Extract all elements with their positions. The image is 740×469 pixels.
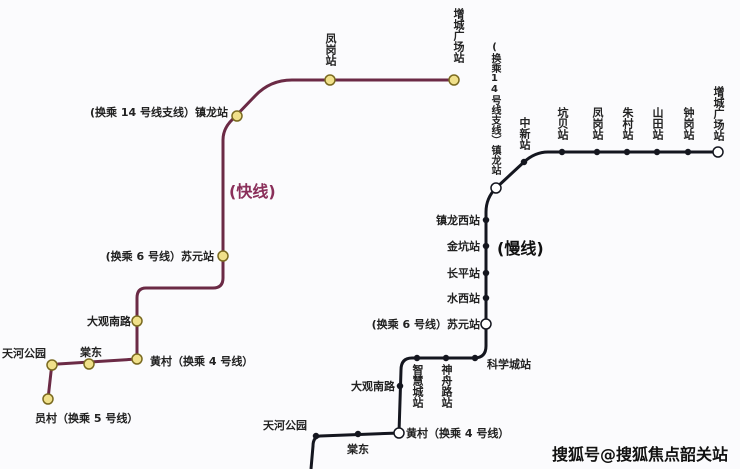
slow-station-daguan: 大观南路 [351,380,395,393]
fast-line-tag: (快线) [229,182,276,201]
slow-station-dot-zhongxin [520,158,528,166]
slow-station-dot-shuixi [482,294,490,302]
slow-station-dot-zhenlong [490,182,502,194]
slow-station-dot-zhonggang [684,148,692,156]
fast-station-dot-tangdong [83,358,95,370]
fast-station-dot-fenggang [324,74,336,86]
slow-station-dot-shantian [653,148,661,156]
slow-station-tianhe: 天河公园 [263,419,307,432]
slow-station-shuixi: 水西站 [447,292,480,305]
fast-station-dot-zengcheng [448,74,460,86]
slow-station-dot-kexuecheng [471,354,479,362]
slow-station-kexuecheng: 科学城站 [487,358,531,371]
slow-station-zhongxin: 中新站 [518,117,531,150]
slow-station-dot-shenzhoulu [442,354,450,362]
slow-station-zengcheng: 增城广场站 [712,86,725,141]
fast-station-dot-zhenlong [231,110,243,122]
fast-station-suyuan: (换乘 6 号线）苏元站 [105,250,214,263]
fast-station-yuancun: 员村（换乘 5 号线） [35,412,139,425]
fast-station-tangdong: 棠东 [80,346,102,359]
fast-station-dot-yuancun [42,393,54,405]
fast-station-daguan: 大观南路 [87,315,131,328]
fast-line-track [46,78,454,400]
slow-station-dot-tianhe [312,432,320,440]
slow-station-fenggang: 凤岗站 [591,107,604,140]
slow-station-jinkeng: 金坑站 [447,240,480,253]
slow-station-dot-daguan [396,382,404,390]
slow-station-dot-zengcheng [712,146,724,158]
fast-station-zengcheng: 增城广场站 [452,8,465,63]
slow-station-shenzhoulu: 神舟路站 [440,364,453,408]
slow-station-zhucun: 朱村站 [621,107,634,140]
slow-station-zhonggang: 钟岗站 [682,107,695,140]
slow-station-changping: 长平站 [447,267,480,280]
slow-station-dot-zhucun [623,148,631,156]
slow-station-shantian: 山田站 [651,107,664,140]
fast-station-dot-daguan [131,315,143,327]
fast-station-huangcun: 黄村（换乘 4 号线） [150,355,254,368]
slow-station-dot-tangdong [354,430,362,438]
slow-station-dot-changping [482,269,490,277]
slow-line-track [309,150,718,469]
slow-station-zhenlong: (换乘14号线支线）镇龙站 [489,42,500,175]
fast-station-tianhe: 天河公园 [2,347,46,360]
fast-station-dot-huangcun [131,353,143,365]
fast-station-dot-tianhe [46,359,58,371]
slow-station-dot-suyuan [480,318,492,330]
slow-station-zhenlongxi: 镇龙西站 [436,214,480,227]
slow-station-kengbei: 坑贝站 [556,107,569,140]
fast-station-fenggang: 凤岗站 [324,33,337,66]
slow-line-tag: (慢线) [497,239,544,258]
slow-station-huangcun: 黄村（换乘 4 号线） [406,427,510,440]
slow-station-dot-kengbei [558,148,566,156]
fast-station-dot-suyuan [217,250,229,262]
slow-station-zhihuicheng: 智慧城站 [411,364,424,408]
fast-station-zhenlong: (换乘 14 号线支线）镇龙站 [90,106,228,119]
slow-station-suyuan: (换乘 6 号线）苏元站 [371,318,480,331]
slow-station-dot-zhenlongxi [482,216,490,224]
slow-station-dot-huangcun [393,427,405,439]
slow-station-dot-zhihuicheng [413,354,421,362]
slow-station-dot-fenggang [593,148,601,156]
watermark: 搜狐号@搜狐焦点韶关站 [551,445,728,464]
slow-station-tangdong: 棠东 [347,443,369,456]
slow-station-dot-jinkeng [482,242,490,250]
